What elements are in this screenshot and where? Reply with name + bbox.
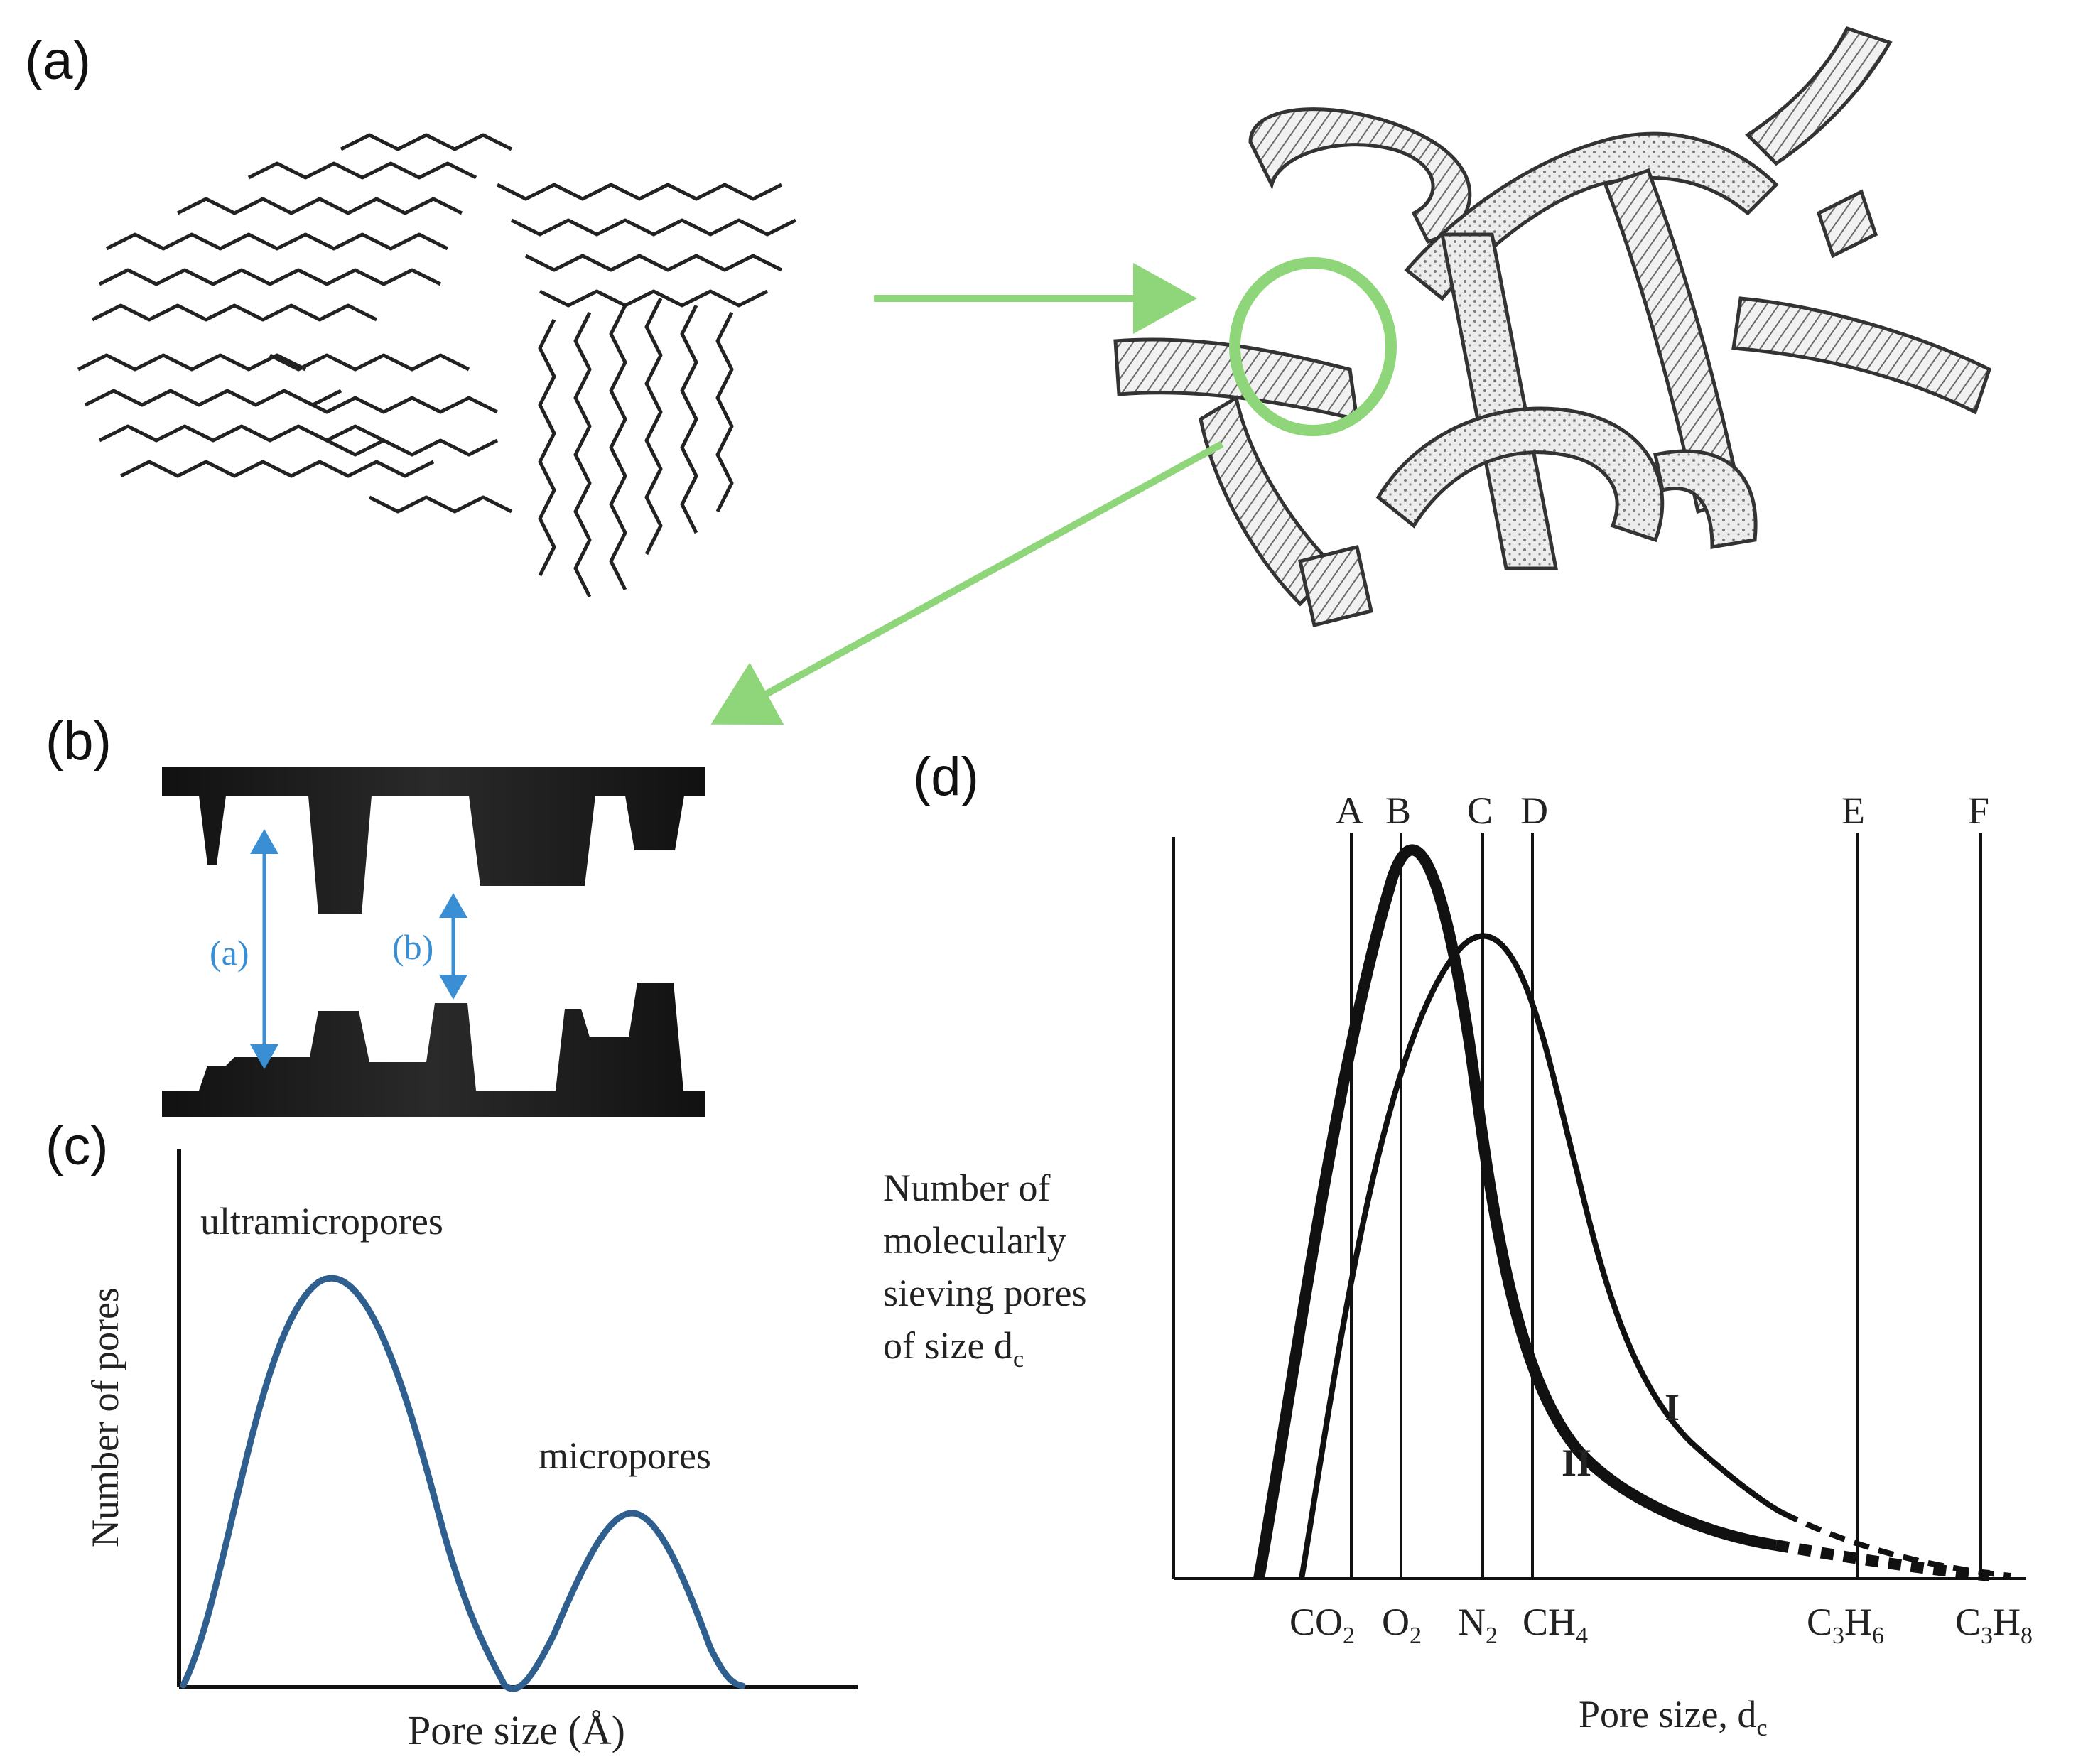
upper-wall: [162, 767, 705, 914]
d-y-label-line3: sieving pores: [883, 1272, 1087, 1314]
ribbon-top-right: [1745, 26, 1893, 166]
ribbon-top-loop: [1248, 107, 1472, 244]
distance-label-b: (b): [392, 927, 434, 967]
d-x-label-sub: c: [1756, 1714, 1768, 1741]
d-letter-F: F: [1968, 789, 1990, 832]
ribbon-diag-b: [1603, 168, 1743, 514]
gas-label-c3h6-sub2: 6: [1872, 1622, 1885, 1649]
d-curve-I-label: I: [1665, 1386, 1680, 1429]
d-curve-I: [1299, 933, 1785, 1579]
c-distribution-curve: [180, 1275, 746, 1692]
d-y-label: Number of molecularly sieving pores of s…: [883, 1162, 1086, 1386]
gas-label-n2-main: N: [1458, 1601, 1486, 1643]
d-curve-II-dashed: [1775, 1540, 1990, 1581]
panel-label-c: (c): [45, 1116, 109, 1176]
panel-label-b: (b): [45, 711, 112, 772]
d-curve-I-dashed: [1782, 1510, 2011, 1579]
gas-label-c3h6-sub: 3: [1832, 1622, 1845, 1649]
d-y-label-line1: Number of: [883, 1167, 1051, 1209]
gas-label-o2: O2: [1382, 1600, 1422, 1650]
d-y-label-line4: of size dc: [883, 1319, 1086, 1386]
gas-label-o2-main: O: [1382, 1601, 1410, 1643]
ribbon-bottom-right: [1653, 449, 1758, 549]
ribbon-bottom-left: [1199, 395, 1338, 607]
gas-label-c3h6-tail: H: [1844, 1601, 1873, 1643]
d-letter-C: C: [1467, 789, 1493, 832]
slit-pore-diagram: [162, 767, 705, 1117]
distance-label-a: (a): [210, 933, 249, 973]
c-peak1-label: ultramicropores: [200, 1200, 443, 1243]
ribbon-center: [1404, 131, 1779, 301]
panel-label-d: (d): [913, 747, 979, 807]
d-y-label-sub: c: [1012, 1346, 1024, 1373]
gas-label-co2: CO2: [1289, 1600, 1355, 1650]
c-peak2-label: micropores: [539, 1434, 711, 1477]
panel-label-a: (a): [25, 31, 91, 91]
ribbon-diag-a: [1439, 232, 1559, 570]
d-letter-D: D: [1520, 789, 1548, 832]
gas-label-c3h6-main: C: [1807, 1601, 1833, 1643]
ribbon-right-stub: [1816, 189, 1878, 259]
gas-label-c3h8-main: C: [1955, 1601, 1981, 1643]
d-x-label: Pore size, dc: [1579, 1692, 1768, 1742]
d-letter-A: A: [1336, 789, 1363, 832]
d-letter-E: E: [1841, 789, 1865, 832]
layer-stack-vertical: [538, 297, 734, 598]
ribbon-network-sketch: [1113, 26, 1992, 628]
gas-label-ch4-sub: 4: [1576, 1622, 1589, 1649]
d-y-label-line4-main: of size d: [883, 1324, 1013, 1367]
d-x-label-main: Pore size, d: [1579, 1693, 1757, 1736]
d-curve-II: [1253, 844, 1778, 1580]
arrow-to-slit: [710, 440, 1224, 725]
d-curve-II-label: II: [1562, 1441, 1592, 1484]
gas-label-n2: N2: [1458, 1600, 1498, 1650]
c-y-label: Number of pores: [84, 1287, 126, 1547]
carbon-layers-sketch: [77, 133, 797, 598]
gas-label-o2-sub: 2: [1410, 1622, 1422, 1649]
d-letter-B: B: [1385, 789, 1412, 832]
gas-label-ch4-main: CH: [1523, 1601, 1576, 1643]
ribbon-bottom-arc: [1375, 406, 1665, 543]
lower-wall: [162, 983, 705, 1117]
gas-label-c3h8-sub2: 8: [2021, 1622, 2033, 1649]
gas-label-c3h8: C3H8: [1955, 1600, 2033, 1650]
d-y-label-line2: molecularly: [883, 1219, 1066, 1262]
layer-stack-right: [496, 183, 797, 308]
gas-label-n2-sub: 2: [1486, 1622, 1498, 1649]
gas-label-co2-sub: 2: [1343, 1622, 1356, 1649]
layer-stack-upper: [91, 133, 513, 322]
gas-label-c3h8-tail: H: [1993, 1601, 2021, 1643]
ribbon-right-arm: [1731, 296, 1992, 415]
highlight-circle: [1229, 257, 1397, 436]
c-x-label: Pore size (Å): [408, 1707, 626, 1753]
gas-label-co2-main: CO: [1289, 1601, 1343, 1643]
layer-stack-lower-left: [77, 353, 513, 514]
panel-d-chart: [1172, 833, 2026, 1581]
gas-label-c3h6: C3H6: [1807, 1600, 1884, 1650]
panel-c-chart: [177, 1149, 858, 1692]
gas-label-ch4: CH4: [1523, 1600, 1588, 1650]
ribbon-base: [1298, 544, 1373, 628]
gas-label-c3h8-sub: 3: [1981, 1622, 1994, 1649]
